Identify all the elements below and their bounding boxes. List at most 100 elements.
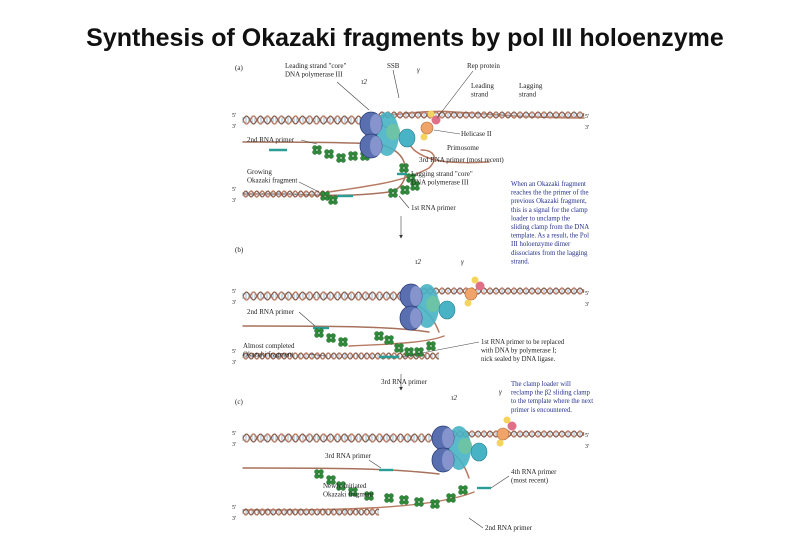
strand-end-label: 3' (232, 198, 236, 204)
ssb-subunit (451, 494, 456, 499)
tau-subunit (458, 438, 472, 454)
strand-end-label: 3' (232, 516, 236, 522)
label-lagging-strand-a: Laggingstrand (519, 82, 543, 99)
ssb-subunit (331, 334, 336, 339)
ssb-subunit (395, 348, 400, 353)
ssb-subunit (319, 474, 324, 479)
ssb-subunit (315, 329, 320, 334)
label-primer2-a: 2nd RNA primer (247, 136, 295, 144)
tau-subunit (386, 124, 400, 140)
ssb-subunit (315, 333, 320, 338)
ssb-subunit (409, 348, 414, 353)
ssb-subunit (389, 193, 394, 198)
ssb-subunit (319, 329, 324, 334)
ssb-subunit (459, 486, 464, 491)
label-leading-core-a: Leading strand "core"DNA polymerase III (285, 62, 346, 79)
ssb-protein (400, 164, 409, 173)
parental-duplex-a (243, 116, 379, 124)
ssb-subunit (389, 498, 394, 503)
note-b: The clamp loader willreclamp the β2 slid… (511, 381, 593, 414)
ssb-subunit (447, 498, 452, 503)
ssb-subunit (419, 502, 424, 507)
ssb-subunit (349, 156, 354, 161)
ssb-subunit (415, 502, 420, 507)
ssb-subunit (353, 156, 358, 161)
ssb-subunit (379, 332, 384, 337)
label-rep-a: Rep protein (467, 62, 500, 70)
label-lagging-core-a: Lagging strand "core"DNA polymerase III (411, 170, 473, 187)
ssb-subunit (404, 168, 409, 173)
pol-iii-holoenzyme-b (400, 284, 455, 330)
ssb-protein (447, 494, 456, 503)
ssb-subunit (419, 348, 424, 353)
strand-end-label: 3' (585, 302, 589, 308)
ssb-subunit (415, 498, 420, 503)
ssb-subunit (405, 186, 410, 191)
ssb-subunit (319, 333, 324, 338)
ssb-protein (339, 338, 348, 347)
ssb-protein (385, 336, 394, 345)
ssb-subunit (400, 168, 405, 173)
strand-end-label: 3' (232, 124, 236, 130)
ssb-subunit (431, 504, 436, 509)
ssb-subunit (401, 190, 406, 195)
label-replaced-b: 1st RNA primer to be replacedwith DNA by… (481, 339, 565, 363)
okazaki-duplex-c (243, 509, 379, 515)
ssb-protein (431, 500, 440, 509)
ssb-subunit (317, 146, 322, 151)
strand-end-label: 3' (232, 300, 236, 306)
ssb-subunit (315, 470, 320, 475)
ssb-protein (427, 342, 436, 351)
ssb-protein (415, 348, 424, 357)
ssb-subunit (341, 158, 346, 163)
ssb-subunit (435, 504, 440, 509)
ssb-subunit (447, 494, 452, 499)
ssb-subunit (325, 150, 330, 155)
strand-end-label: 3' (232, 360, 236, 366)
ssb-subunit (313, 150, 318, 155)
ssb-protein (375, 332, 384, 341)
ssb-subunit (463, 486, 468, 491)
ssb-subunit (353, 152, 358, 157)
label-leader-line (309, 354, 325, 356)
strand-end-label: 5' (585, 291, 589, 297)
ssb-subunit (349, 152, 354, 157)
tau-subunit (426, 296, 440, 312)
helicase-ii (421, 122, 433, 134)
pol-iii-holoenzyme-c (432, 426, 487, 472)
ssb-subunit (329, 150, 334, 155)
label-tau2-b: τ2 (415, 258, 422, 266)
label-leader-line (437, 71, 473, 118)
ssb-subunit (331, 476, 336, 481)
panel-a-tag: (a) (235, 64, 243, 72)
label-almost-b: Almost completedOkazaki fragment (243, 342, 295, 359)
ssb-subunit (385, 340, 390, 345)
ssb-subunit (343, 342, 348, 347)
panel-b-tag: (b) (235, 246, 244, 254)
label-primer3-b: 3rd RNA primer (381, 378, 428, 386)
replication-diagram-svg: (a)5'3'5'3'5'3'Leading strand "core"DNA … (229, 58, 626, 540)
primase-subunit (428, 111, 435, 118)
ssb-subunit (337, 158, 342, 163)
ssb-subunit (339, 338, 344, 343)
ssb-subunit (419, 498, 424, 503)
label-leader-line (393, 70, 399, 98)
ssb-subunit (405, 348, 410, 353)
ssb-subunit (427, 342, 432, 347)
ssb-subunit (339, 342, 344, 347)
ssb-subunit (427, 346, 432, 351)
ssb-subunit (385, 498, 390, 503)
strand-end-label: 5' (585, 433, 589, 439)
ssb-subunit (405, 190, 410, 195)
ssb-subunit (459, 490, 464, 495)
ssb-protein (313, 146, 322, 155)
parental-duplex-b (243, 292, 409, 300)
label-gamma-b: γ (461, 258, 464, 266)
beta-sliding-clamp (410, 308, 422, 328)
ssb-subunit (415, 348, 420, 353)
ssb-subunit (435, 500, 440, 505)
label-leader-line (469, 518, 483, 528)
ssb-subunit (329, 196, 334, 201)
strand-end-label: 3' (585, 444, 589, 450)
label-tau2-c: τ2 (451, 394, 458, 402)
